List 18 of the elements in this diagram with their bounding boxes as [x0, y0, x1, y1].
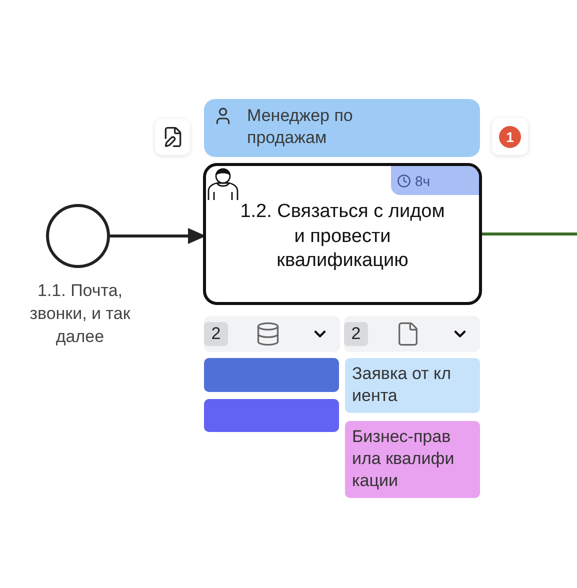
duration-text: 8ч	[415, 172, 430, 188]
start-event-circle	[46, 204, 110, 268]
item-count: 2	[344, 322, 368, 346]
role-header	[204, 99, 480, 157]
panel-header	[204, 316, 340, 352]
document-tag: Бизнес-правила квалификации	[345, 421, 480, 498]
notification-counter: 1	[499, 126, 521, 148]
duration-tag	[391, 166, 479, 195]
item-count: 2	[204, 322, 228, 346]
system-tag	[204, 358, 339, 392]
task-box	[203, 163, 482, 305]
system-tag	[204, 399, 339, 432]
task-title: 1.2. Связаться с лидом и провести квалификацию	[239, 200, 446, 273]
connector-line	[482, 232, 577, 236]
event-label: 1.1. Почта, звонки, и так далее	[28, 280, 132, 348]
panel-header	[344, 316, 480, 352]
role-name: Менеджер по продажам	[247, 105, 354, 149]
document-tag: Заявка от клиента	[345, 358, 480, 413]
